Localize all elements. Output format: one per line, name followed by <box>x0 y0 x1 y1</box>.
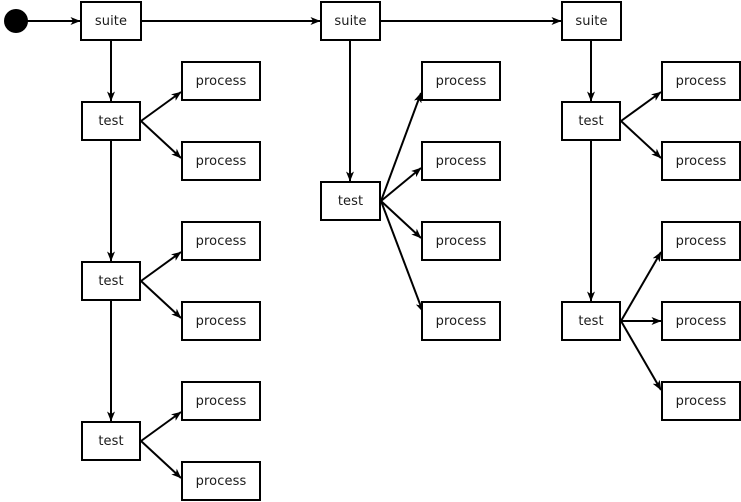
edge-test2-to-proc4 <box>140 280 182 319</box>
node-label: test <box>578 313 604 329</box>
edge-test4-to-proc7 <box>380 92 422 202</box>
node-proc7[interactable]: process <box>421 61 501 101</box>
node-proc11[interactable]: process <box>661 61 741 101</box>
node-proc12[interactable]: process <box>661 141 741 181</box>
node-label: process <box>435 153 487 169</box>
node-label: process <box>675 153 727 169</box>
node-label: suite <box>334 13 367 29</box>
node-proc15[interactable]: process <box>661 381 741 421</box>
node-suite3[interactable]: suite <box>561 1 622 41</box>
edge-test4-to-proc10 <box>380 200 424 313</box>
node-label: process <box>675 233 727 249</box>
edge-test5-to-proc11 <box>620 91 662 122</box>
node-label: suite <box>575 13 608 29</box>
edge-test6-to-proc15 <box>620 320 662 391</box>
start-node <box>4 9 28 33</box>
node-label: process <box>195 313 247 329</box>
node-test6[interactable]: test <box>561 301 621 341</box>
node-test2[interactable]: test <box>81 261 141 301</box>
node-proc6[interactable]: process <box>181 461 261 501</box>
node-label: process <box>435 313 487 329</box>
node-label: process <box>195 153 247 169</box>
node-suite2[interactable]: suite <box>320 1 381 41</box>
node-label: suite <box>94 13 128 29</box>
edge-test1-to-proc2 <box>140 120 182 159</box>
node-proc10[interactable]: process <box>421 301 501 341</box>
edge-test1-to-proc1 <box>140 91 182 122</box>
node-label: process <box>195 473 247 489</box>
node-proc8[interactable]: process <box>421 141 501 181</box>
node-label: test <box>337 193 364 209</box>
node-label: process <box>675 73 727 89</box>
edge-test4-to-proc9 <box>380 200 422 239</box>
node-proc3[interactable]: process <box>181 221 261 261</box>
edges <box>26 17 662 479</box>
node-proc5[interactable]: process <box>181 381 261 421</box>
node-test3[interactable]: test <box>81 421 141 461</box>
edge-test3-to-proc5 <box>140 411 182 442</box>
node-proc2[interactable]: process <box>181 141 261 181</box>
node-label: process <box>675 393 727 409</box>
node-test1[interactable]: test <box>81 101 141 141</box>
node-label: process <box>435 233 487 249</box>
node-label: process <box>195 233 247 249</box>
node-test5[interactable]: test <box>561 101 621 141</box>
node-proc14[interactable]: process <box>661 301 741 341</box>
node-label: test <box>578 113 604 129</box>
node-suite1[interactable]: suite <box>80 1 142 41</box>
node-label: test <box>98 433 124 449</box>
edge-test2-to-proc3 <box>140 251 182 282</box>
node-label: process <box>675 313 727 329</box>
node-test4[interactable]: test <box>320 181 381 221</box>
node-proc13[interactable]: process <box>661 221 741 261</box>
edge-test6-to-proc13 <box>620 251 662 322</box>
node-label: test <box>98 113 124 129</box>
node-label: test <box>98 273 124 289</box>
node-proc1[interactable]: process <box>181 61 261 101</box>
node-proc4[interactable]: process <box>181 301 261 341</box>
node-label: process <box>195 73 247 89</box>
node-proc9[interactable]: process <box>421 221 501 261</box>
edge-test3-to-proc6 <box>140 440 182 479</box>
node-label: process <box>435 73 487 89</box>
node-label: process <box>195 393 247 409</box>
edge-test5-to-proc12 <box>620 120 662 159</box>
edge-test4-to-proc8 <box>380 167 422 202</box>
